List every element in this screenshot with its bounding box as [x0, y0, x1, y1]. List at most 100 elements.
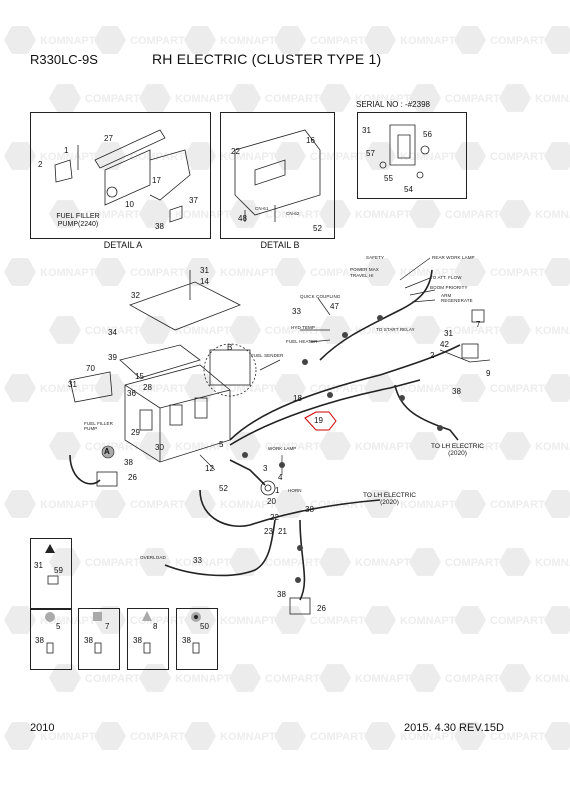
watermark-tile: COMPART — [454, 142, 545, 170]
svg-text:KOMNAPT: KOMNAPT — [400, 731, 456, 743]
svg-text:COMPART: COMPART — [130, 35, 185, 47]
detail-a-label: DETAIL A — [103, 240, 143, 250]
svg-text:COMPART: COMPART — [130, 499, 185, 511]
watermark-tile: KOMNAPT — [499, 664, 570, 692]
svg-text:KOMNAPT: KOMNAPT — [535, 209, 570, 221]
part-num: 27 — [104, 134, 113, 143]
watermark-tile: COMPART — [49, 84, 140, 112]
part-num: 15 — [135, 372, 144, 381]
watermark-tile: COMPART — [94, 258, 185, 286]
part-num: 38 — [133, 636, 142, 645]
svg-text:COMPART: COMPART — [490, 731, 545, 743]
wire-label: OVERLOAD — [140, 555, 166, 560]
svg-text:COMPART: COMPART — [265, 93, 320, 105]
watermark-tile: COMPART — [409, 432, 500, 460]
wire-label: ARM REGENERATE — [441, 293, 473, 303]
part-num: 21 — [278, 527, 287, 536]
wire-label: TO ATT. FLOW — [430, 275, 462, 280]
wire-label: WORK LAMP — [268, 446, 297, 451]
svg-text:KOMNAPT: KOMNAPT — [535, 325, 570, 337]
page-number: 2010 — [30, 722, 55, 734]
part-num: 42 — [440, 340, 449, 349]
watermark-tile: KOMNAPT — [139, 548, 231, 576]
part-num: 59 — [54, 566, 63, 575]
wire-label: FUEL SENDER — [251, 353, 284, 358]
svg-text:COMPART: COMPART — [310, 383, 365, 395]
cn-label: CN-62 — [286, 211, 300, 216]
svg-text:COMPART: COMPART — [445, 557, 500, 569]
watermark-tile: COMPART — [94, 722, 185, 750]
part-num: 2 — [38, 160, 43, 169]
watermark-tile: COMPART — [49, 200, 140, 228]
serial-label: SERIAL NO : -#2398 — [356, 100, 430, 109]
part-num: 5 — [219, 440, 224, 449]
callout-19: 19 — [314, 416, 323, 425]
watermark-tile: KOMNAPT — [544, 606, 570, 634]
svg-text:COMPART: COMPART — [265, 673, 320, 685]
watermark-tile: KOMNAPT — [184, 26, 276, 54]
svg-text:KOMNAPT: KOMNAPT — [535, 557, 570, 569]
page-title: RH ELECTRIC (CLUSTER TYPE 1) — [152, 51, 382, 67]
watermark-tile: COMPART — [454, 26, 545, 54]
watermark-tile: KOMNAPT — [4, 722, 96, 750]
watermark-tile: KOMNAPT — [364, 606, 456, 634]
watermark-tile: COMPART — [409, 316, 500, 344]
watermark-tile: COMPART — [409, 84, 500, 112]
svg-text:COMPART: COMPART — [85, 673, 140, 685]
callout-a: A — [104, 447, 110, 456]
part-num: 29 — [131, 428, 140, 437]
svg-text:COMPART: COMPART — [130, 383, 185, 395]
svg-text:KOMNAPT: KOMNAPT — [535, 441, 570, 453]
watermark-tile: COMPART — [229, 664, 320, 692]
svg-text:COMPART: COMPART — [490, 151, 545, 163]
wire-label: FUEL HEATER — [286, 339, 318, 344]
svg-text:COMPART: COMPART — [85, 441, 140, 453]
svg-text:KOMNAPT: KOMNAPT — [400, 615, 456, 627]
svg-text:COMPART: COMPART — [310, 35, 365, 47]
svg-text:COMPART: COMPART — [490, 615, 545, 627]
watermark-tile: COMPART — [409, 200, 500, 228]
svg-text:COMPART: COMPART — [130, 731, 185, 743]
part-num: 31 — [200, 266, 209, 275]
part-num: 33 — [292, 307, 301, 316]
svg-text:KOMNAPT: KOMNAPT — [220, 151, 276, 163]
watermark-tile: KOMNAPT — [544, 142, 570, 170]
part-num: 31 — [34, 561, 43, 570]
part-num: 37 — [189, 196, 198, 205]
part-num: 20 — [267, 497, 276, 506]
watermark-tile: KOMNAPT — [499, 200, 570, 228]
watermark-tile: KOMNAPT — [4, 490, 96, 518]
svg-text:KOMNAPT: KOMNAPT — [220, 731, 276, 743]
part-num: 48 — [238, 214, 247, 223]
watermark-tile: COMPART — [454, 374, 545, 402]
svg-text:COMPART: COMPART — [265, 557, 320, 569]
watermark-tile: COMPART — [454, 606, 545, 634]
svg-text:KOMNAPT: KOMNAPT — [40, 383, 96, 395]
part-num: 52 — [313, 224, 322, 233]
wire-label: HYD TEMP — [291, 325, 315, 330]
part-num: 38 — [305, 505, 314, 514]
svg-text:KOMNAPT: KOMNAPT — [355, 93, 411, 105]
svg-text:KOMNAPT: KOMNAPT — [535, 93, 570, 105]
wire-label: REAR WORK LAMP — [432, 255, 475, 260]
part-num: 54 — [404, 185, 413, 194]
svg-text:KOMNAPT: KOMNAPT — [40, 35, 96, 47]
part-num: 7 — [105, 622, 110, 631]
detail-b-label: DETAIL B — [260, 240, 300, 250]
wire-label: SAFETY — [366, 255, 385, 260]
part-num: 38 — [84, 636, 93, 645]
part-num: 32 — [131, 291, 140, 300]
watermark-tile: COMPART — [454, 258, 545, 286]
watermark-tile: KOMNAPT — [499, 84, 570, 112]
watermark-tile: KOMNAPT — [364, 722, 456, 750]
part-num: 47 — [330, 302, 339, 311]
watermark-tile: KOMNAPT — [544, 258, 570, 286]
part-num: 38 — [35, 636, 44, 645]
svg-text:KOMNAPT: KOMNAPT — [400, 499, 456, 511]
watermark-tile: KOMNAPT — [139, 664, 231, 692]
part-num: 31 — [444, 329, 453, 338]
watermark-tile: KOMNAPT — [319, 200, 411, 228]
detail-a-box — [30, 112, 211, 239]
